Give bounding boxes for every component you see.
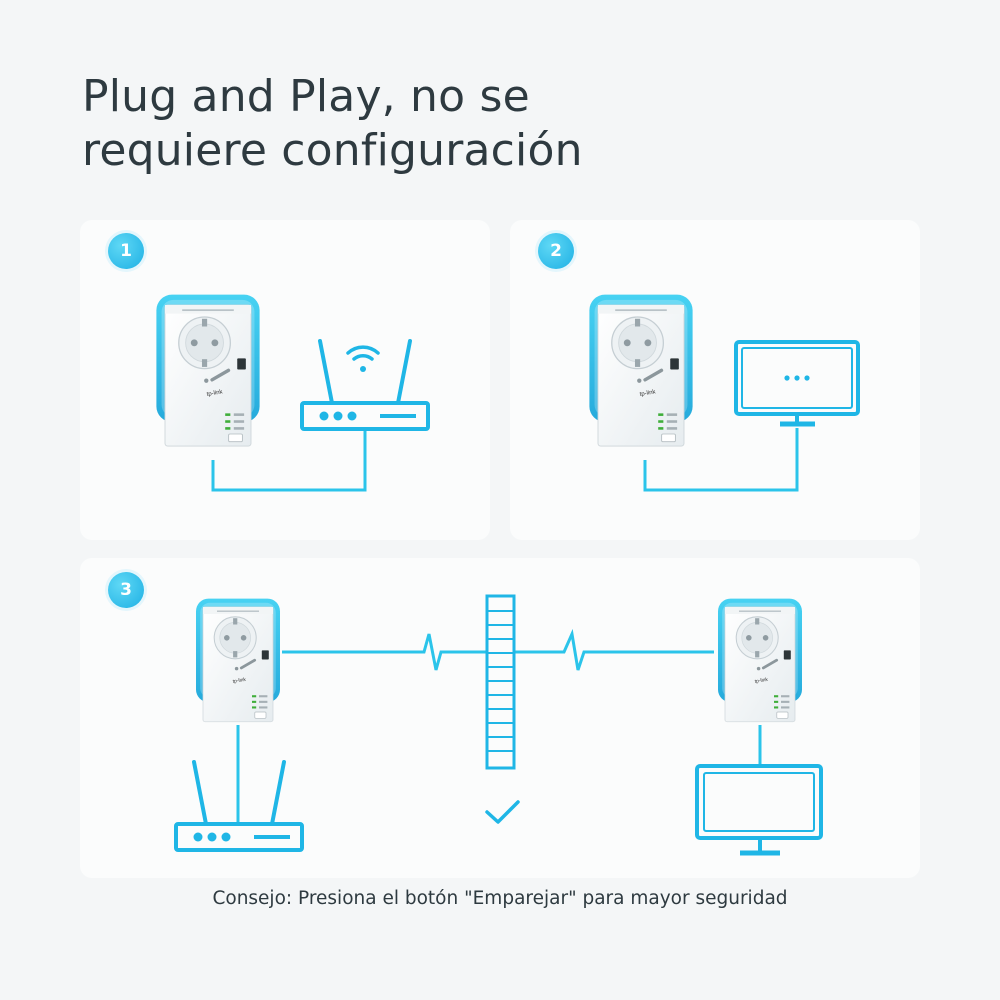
powerline-adapter-icon xyxy=(717,598,803,723)
powerline-adapter-icon xyxy=(155,294,261,447)
title-line-2: requiere configuración xyxy=(82,125,583,176)
page-title: Plug and Play, no se requiere configurac… xyxy=(82,70,782,178)
signal-zigzag xyxy=(418,633,486,671)
powerline-wire xyxy=(514,628,714,671)
electric-meter-icon xyxy=(485,594,516,770)
powerline-adapter-icon xyxy=(588,294,694,447)
step-2-scene: tp-link xyxy=(588,294,860,492)
adapter-brand-label: tp-link xyxy=(206,389,224,398)
ethernet-cable xyxy=(643,428,799,492)
checkmark-icon xyxy=(485,800,520,824)
tip-text: Consejo: Presiona el botón "Emparejar" p… xyxy=(212,888,788,909)
step-2-badge: 2 xyxy=(538,233,574,269)
adapter-brand-label: tp-link xyxy=(232,677,247,685)
adapter-brand-label: tp-link xyxy=(639,389,657,398)
step-3-badge: 3 xyxy=(108,572,144,608)
adapter-brand-label: tp-link xyxy=(754,677,769,685)
step-1-panel xyxy=(80,220,490,540)
title-line-1: Plug and Play, no se xyxy=(82,71,530,122)
wifi-icon xyxy=(346,345,380,372)
step-1-scene: tp-link xyxy=(155,294,430,492)
tv-icon xyxy=(734,340,860,427)
step-3-scene: tp-link tp-link xyxy=(174,594,823,856)
monitor-icon xyxy=(695,764,823,856)
step-1-badge: 1 xyxy=(108,233,144,269)
ethernet-cable xyxy=(211,430,367,492)
powerline-adapter-icon xyxy=(195,598,281,723)
